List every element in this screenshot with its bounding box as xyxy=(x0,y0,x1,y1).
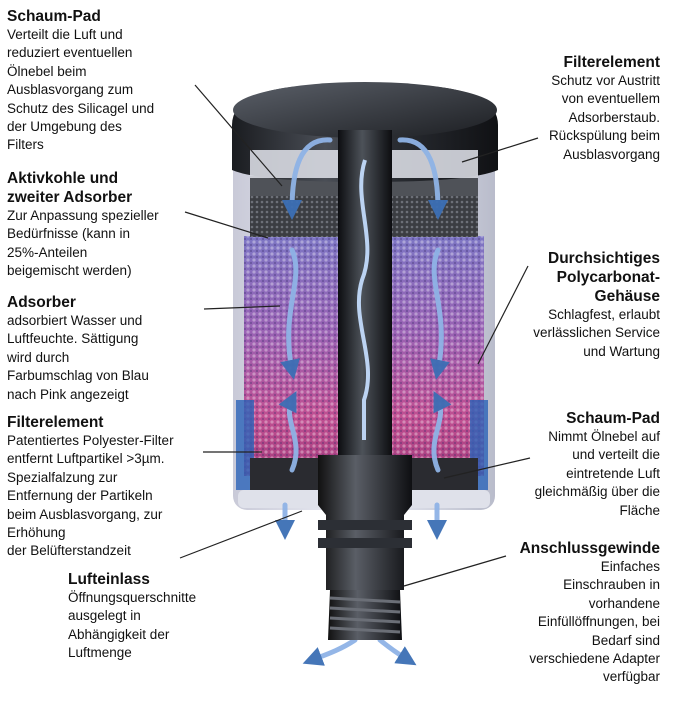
label-aktivkohle: Aktivkohle und zweiter Adsorber Zur Anpa… xyxy=(7,169,207,281)
leader-lines xyxy=(179,84,539,587)
label-text: Zur Anpassung spezieller Bedürfnisse (ka… xyxy=(7,208,159,279)
label-text: Schutz vor Austritt von eventuellem Adso… xyxy=(548,73,660,162)
polycarbonate-housing xyxy=(233,140,495,510)
label-adsorber: Adsorber adsorbiert Wasser und Luftfeuch… xyxy=(7,293,207,404)
label-schaum-pad-bottom: Schaum-Pad Nimmt Ölnebel auf und verteil… xyxy=(500,409,660,520)
label-text: adsorbiert Wasser und Luftfeuchte. Sätti… xyxy=(7,313,149,402)
label-schaum-pad-top: Schaum-Pad Verteilt die Luft und reduzie… xyxy=(7,7,207,155)
label-anschlussgewinde: Anschlussgewinde Einfaches Einschrauben … xyxy=(490,539,660,687)
center-tube xyxy=(338,130,392,460)
air-flow-arrows xyxy=(275,137,452,666)
label-title: Anschlussgewinde xyxy=(519,540,660,557)
label-text: Schlagfest, erlaubt verlässlichen Servic… xyxy=(533,307,660,359)
label-lufteinlass: Lufteinlass Öffnungsquerschnitte ausgele… xyxy=(68,570,238,663)
label-title: Lufteinlass xyxy=(68,571,150,588)
label-text: Nimmt Ölnebel auf und verteilt die eintr… xyxy=(534,429,660,518)
label-filterelement-right: Filterelement Schutz vor Austritt von ev… xyxy=(490,53,660,164)
label-title: Durchsichtiges Polycarbonat- Gehäuse xyxy=(548,250,660,305)
label-polycarbonat: Durchsichtiges Polycarbonat- Gehäuse Sch… xyxy=(500,249,660,361)
label-text: Öffnungsquerschnitte ausgelegt in Abhäng… xyxy=(68,590,197,661)
label-filterelement-left: Filterelement Patentiertes Polyester-Fil… xyxy=(7,413,227,561)
label-title: Schaum-Pad xyxy=(7,8,101,25)
label-title: Filterelement xyxy=(7,414,104,431)
label-text: Einfaches Einschrauben in vorhandene Ein… xyxy=(529,559,660,685)
label-title: Aktivkohle und zweiter Adsorber xyxy=(7,170,133,206)
label-text: Verteilt die Luft und reduziert eventuel… xyxy=(7,27,155,153)
label-title: Adsorber xyxy=(7,294,76,311)
label-title: Filterelement xyxy=(563,54,660,71)
label-title: Schaum-Pad xyxy=(566,410,660,427)
label-text: Patentiertes Polyester-Filter entfernt L… xyxy=(7,433,174,559)
thread-connector xyxy=(318,455,412,640)
